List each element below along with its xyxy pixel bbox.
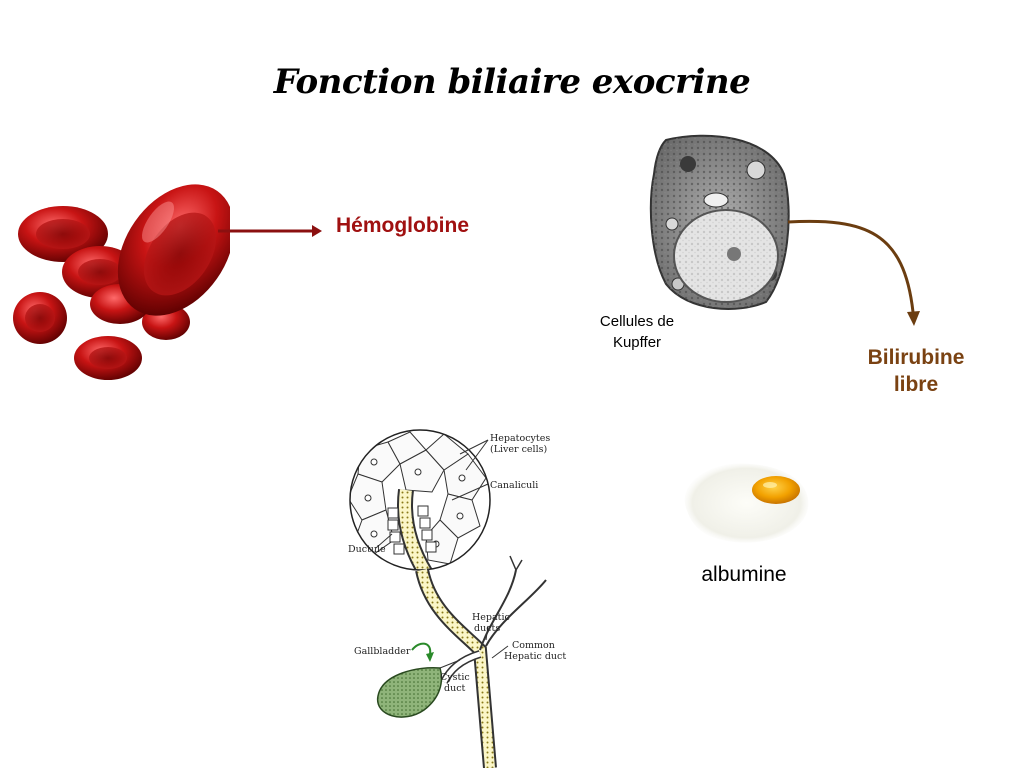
- kupffer-label-line1: Cellules de: [599, 313, 675, 330]
- hepatic-ducts-label-line2: ducts: [474, 623, 500, 634]
- hemoglobin-label: Hémoglobine: [336, 214, 470, 237]
- bilirubin-label-line2: libre: [893, 373, 939, 396]
- rbc-large: [117, 184, 230, 316]
- bilirubin-label-line1: Bilirubine: [867, 346, 965, 369]
- hepatocytes-label-line2: (Liver cells): [490, 444, 547, 455]
- hemoglobin-arrow: [218, 225, 322, 237]
- rbc-small-left: [13, 292, 67, 344]
- kupffer-cells-label: Cellules de Kupffer: [578, 311, 696, 353]
- egg-image: [684, 463, 809, 543]
- cystic-duct-label-line2: duct: [444, 683, 466, 694]
- slide-title: Fonction biliaire exocrine: [273, 62, 751, 102]
- common-hepatic-label-line1: Common: [512, 640, 555, 651]
- biliary-tree-diagram: Hepatocytes (Liver cells) Canaliculi Duc…: [348, 429, 566, 768]
- gallbladder-shape: [377, 666, 443, 718]
- cystic-duct-label-line1: Cystic: [440, 672, 470, 683]
- hepatocytes-label-line1: Hepatocytes: [490, 433, 550, 444]
- hepatic-ducts-label-line1: Hepatic: [472, 612, 510, 623]
- ductule-label: Ductule: [348, 544, 386, 555]
- gallbladder-label: Gallbladder: [354, 646, 411, 657]
- kupffer-label-line2: Kupffer: [612, 334, 662, 351]
- bilirubin-label: Bilirubine libre: [846, 344, 986, 398]
- canaliculi-label: Canaliculi: [490, 480, 538, 491]
- liver-lobule-magnified: [350, 430, 490, 570]
- bilirubin-arrow: [787, 219, 920, 326]
- common-hepatic-label-line2: Hepatic duct: [504, 651, 566, 662]
- red-blood-cells-image: [13, 184, 230, 380]
- albumin-label: albumine: [701, 563, 787, 586]
- kupffer-cell-image: [649, 134, 790, 310]
